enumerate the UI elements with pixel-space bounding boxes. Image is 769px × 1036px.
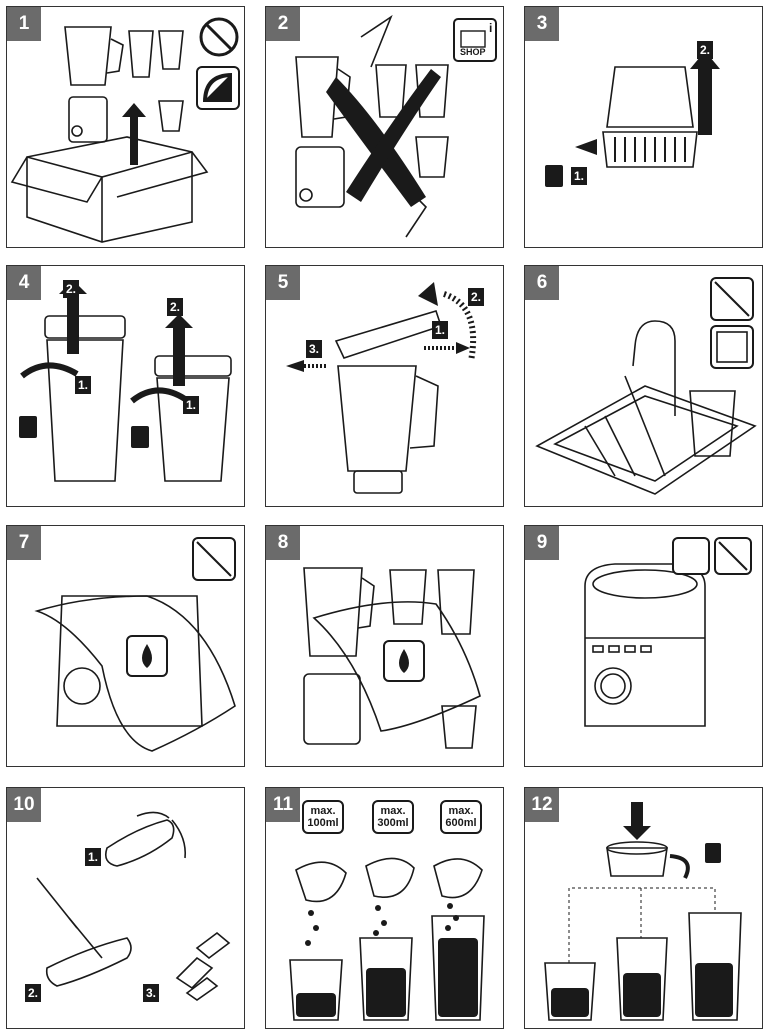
step-number-badge: 12: [525, 788, 559, 822]
panel-2: SHOP i 2: [265, 6, 504, 248]
step-number-badge: 6: [525, 266, 559, 300]
prepare-fruit-illustration: [36, 811, 231, 1001]
step-1-tag-right: 1.: [183, 396, 200, 414]
step-number-badge: 7: [7, 526, 41, 560]
panel-7: 7: [6, 525, 245, 767]
step-number-badge: 2: [266, 7, 300, 41]
step-1-tag: 1.: [432, 321, 449, 339]
step-2-tag: 2.: [63, 280, 80, 298]
step-3-tag: 3.: [306, 340, 323, 358]
panel-8: 8: [265, 525, 504, 767]
panel-12: 12: [524, 787, 763, 1029]
wipe-accessories-illustration: [303, 567, 481, 749]
step-2-tag: 2.: [697, 41, 714, 59]
shop-label: SHOP: [460, 47, 486, 57]
unboxing-illustration: [10, 17, 240, 243]
info-label: i: [489, 21, 493, 35]
remove-blade-unit-illustration: [545, 51, 720, 187]
damaged-parts-illustration: [295, 14, 497, 238]
capacity-label-100: max. 100ml: [302, 800, 344, 834]
panel-1: 1: [6, 6, 245, 248]
capacity-label-300: max. 300ml: [372, 800, 414, 834]
capacity-label-600: max. 600ml: [440, 800, 482, 834]
step-3-tag: 3.: [143, 984, 160, 1002]
step-2-tag-right: 2.: [167, 298, 184, 316]
wipe-motor-base-illustration: [34, 537, 236, 752]
panel-10: 1. 2. 3. 10: [6, 787, 245, 1029]
step-number-badge: 9: [525, 526, 559, 560]
panel-4: 1. 2. 1. 2. 4: [6, 265, 245, 507]
step-number-badge: 11: [266, 788, 300, 822]
panel-6: 6: [524, 265, 763, 507]
open-travel-cups-illustration: [19, 280, 232, 482]
step-number-badge: 1: [7, 7, 41, 41]
step-number-badge: 4: [7, 266, 41, 300]
step-2-tag: 2.: [25, 984, 42, 1002]
panel-11: max. 100ml max. 300ml max. 600ml 11: [265, 787, 504, 1029]
step-1-tag: 1.: [75, 376, 92, 394]
blender-base-assembled-illustration: [584, 537, 752, 727]
fill-capacity-illustration: [289, 857, 485, 1021]
step-1-tag: 1.: [85, 848, 102, 866]
step-number-badge: 5: [266, 266, 300, 300]
panel-5: 1. 2. 3. 5: [265, 265, 504, 507]
step-2-tag: 2.: [468, 288, 485, 306]
step-number-badge: 3: [525, 7, 559, 41]
step-1-tag: 1.: [571, 167, 588, 185]
panel-9: 9: [524, 525, 763, 767]
panel-3: 1. 2. 3: [524, 6, 763, 248]
attach-blade-to-cups-illustration: [544, 802, 742, 1021]
wash-by-hand-illustration: [535, 277, 757, 495]
step-number-badge: 8: [266, 526, 300, 560]
step-number-badge: 10: [7, 788, 41, 822]
